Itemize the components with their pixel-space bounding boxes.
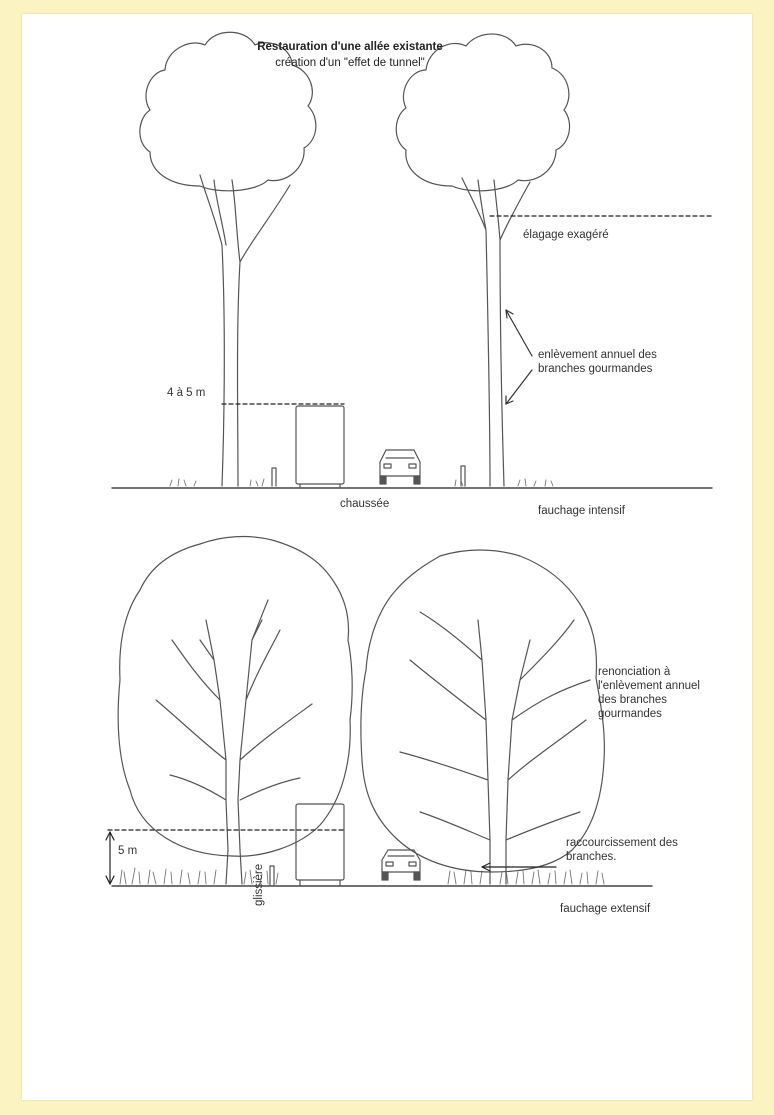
top-right-tree: [396, 34, 569, 486]
top-right-trunk: [462, 178, 530, 486]
bottom-height-arrow: [106, 832, 114, 884]
label-renounce-line3: des branches: [598, 693, 667, 708]
label-pruning: élagage exagéré: [523, 228, 609, 243]
top-truck: [296, 406, 344, 488]
bottom-right-tree: [361, 550, 605, 884]
guardrail-post: [270, 866, 274, 886]
label-renounce-line1: renonciation à: [598, 665, 670, 680]
bottom-truck: [296, 804, 344, 886]
bottom-car: [382, 850, 420, 880]
bottom-left-trunk: [156, 600, 312, 884]
bottom-left-tree: [118, 537, 352, 884]
shorten-arrow: [482, 863, 556, 871]
bottom-left-crown: [118, 537, 352, 857]
label-guardrail: glissière: [252, 864, 267, 906]
bottom-right-trunk: [400, 612, 590, 884]
diagram-title-line2: création d'un "effet de tunnel": [275, 57, 425, 69]
top-bollards: [272, 466, 465, 486]
label-removal-line1: enlèvement annuel des: [538, 348, 657, 363]
top-car: [380, 450, 420, 484]
label-bottom-height: 5 m: [118, 844, 137, 859]
label-removal-line2: branches gourmandes: [538, 362, 652, 377]
label-shorten-line1: raccourcissement des: [566, 836, 678, 851]
removal-arrows: [506, 310, 532, 404]
diagram-subtitle: création d'un "effet de tunnel": [160, 56, 540, 71]
bottom-right-crown: [361, 550, 605, 872]
diagram-title-line1: Restauration d'une allée existante: [257, 41, 443, 53]
top-grass-marks: [170, 479, 553, 486]
top-left-tree: [140, 32, 316, 486]
label-mowing-intensive: fauchage intensif: [538, 504, 625, 519]
label-mowing-extensive: fauchage extensif: [560, 902, 650, 917]
diagram-title: Restauration d'une allée existante: [160, 40, 540, 55]
label-renounce-line2: l'enlèvement annuel: [598, 679, 700, 694]
bottom-grass-marks: [120, 868, 604, 884]
top-left-trunk: [200, 175, 290, 486]
label-top-height: 4 à 5 m: [167, 386, 205, 401]
label-road: chaussée: [340, 497, 389, 512]
label-shorten-line2: branches.: [566, 850, 617, 865]
label-renounce-line4: gourmandes: [598, 707, 662, 722]
